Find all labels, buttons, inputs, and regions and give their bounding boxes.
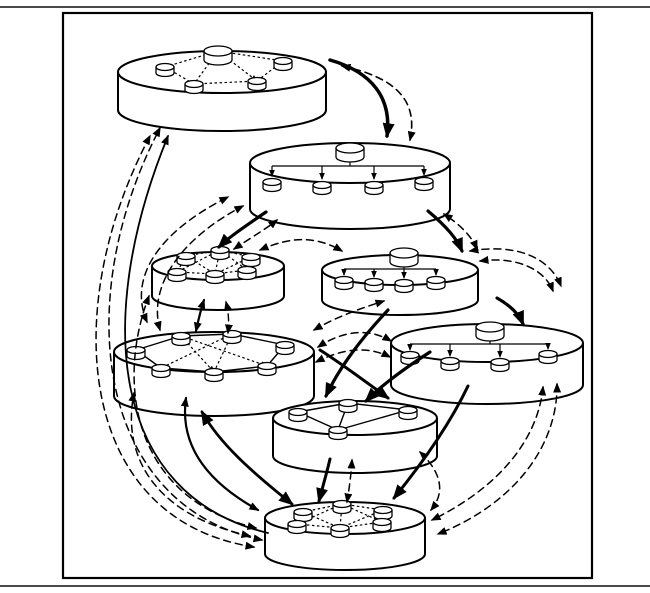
arrow-right-tree-to-center-solid: [364, 350, 432, 403]
node: [273, 56, 293, 72]
node: [204, 367, 224, 383]
node: [328, 425, 348, 441]
node: [338, 398, 358, 414]
arrow-center-to-bottom-solid: [316, 457, 332, 504]
node: [155, 62, 175, 78]
platform-internal-link: [217, 50, 258, 82]
arrow-right-tree-bottom-dashed-1: [430, 385, 547, 521]
arrow-right-tree-to-bottom-solid: [392, 384, 470, 500]
platform-mesh-left: [113, 329, 315, 417]
node: [176, 251, 196, 267]
node: [237, 265, 257, 281]
node: [398, 405, 418, 421]
platform-graph-center: [272, 398, 438, 474]
arrow-mesh-left-mid-right-dashed: [312, 299, 386, 331]
node: [222, 329, 242, 345]
node: [262, 177, 282, 193]
arrow-center-bottom-dashed: [344, 458, 356, 504]
arrow-mid-right-to-upper-tree-dashed: [442, 213, 478, 251]
arrow-right-tree-bottom-dashed-2: [436, 382, 562, 535]
node: [171, 331, 191, 347]
platform-mesh-mid-left: [151, 245, 285, 311]
arrow-upper-tree-to-top-left-dashed: [340, 63, 416, 142]
node: [414, 176, 434, 192]
node: [394, 278, 414, 294]
arrow-mid-right-right-tree-dashed-1: [478, 255, 554, 293]
node: [210, 245, 230, 261]
node: [288, 407, 308, 423]
node: [184, 79, 204, 95]
node: [372, 517, 392, 533]
node: [364, 180, 384, 196]
node: [275, 340, 295, 356]
arrow-bottom-to-top-left-dashed-2: [95, 134, 256, 550]
arrow-mesh-left-right-tree-dashed-1: [316, 331, 393, 348]
node: [257, 361, 277, 377]
node: [330, 523, 350, 539]
node: [538, 349, 558, 365]
node: [293, 507, 313, 523]
node: [167, 267, 187, 283]
node: [247, 76, 267, 92]
node: [426, 275, 446, 291]
platform-internal-link: [347, 402, 409, 411]
arrow-bottom-to-mid-left-dashed: [133, 294, 258, 530]
arrow-top-left-to-upper-tree-solid: [328, 58, 395, 139]
arrow-upper-tree-to-mid-left-solid: [217, 210, 268, 249]
node: [440, 356, 460, 372]
super-node: [335, 142, 365, 163]
node: [151, 363, 171, 379]
platform-tree-upper: [249, 142, 451, 230]
node: [312, 180, 332, 196]
platform-tree-mid-right: [321, 247, 479, 316]
platform-ring-top-left: [117, 45, 327, 132]
node: [364, 277, 384, 293]
arrow-mid-left-mid-right-dashed: [258, 238, 344, 252]
arrow-mid-right-to-center-solid: [324, 308, 390, 399]
node: [241, 252, 261, 268]
arrow-bottom-to-mesh-left-dashed: [128, 391, 252, 539]
node: [287, 519, 307, 535]
platform-internal-link: [337, 409, 409, 431]
super-node: [475, 321, 505, 342]
node: [332, 499, 352, 515]
node: [373, 505, 393, 521]
platform-tree-right: [390, 321, 584, 405]
platform-internal-link: [192, 80, 258, 87]
arrow-mid-right-to-right-tree-solid: [495, 296, 525, 327]
super-node: [203, 45, 233, 66]
arrow-mesh-left-to-center-solid: [318, 348, 390, 400]
platform-mesh-bottom: [264, 499, 426, 571]
node: [334, 275, 354, 291]
arrow-mid-left-to-upper-tree-dashed: [232, 219, 279, 250]
figure-border: [61, 11, 594, 580]
arrow-mid-right-right-tree-dashed-2: [468, 245, 562, 288]
node: [205, 269, 225, 285]
arrow-upper-tree-to-mid-right-solid: [426, 209, 464, 254]
super-node: [389, 247, 419, 268]
node: [490, 357, 510, 373]
